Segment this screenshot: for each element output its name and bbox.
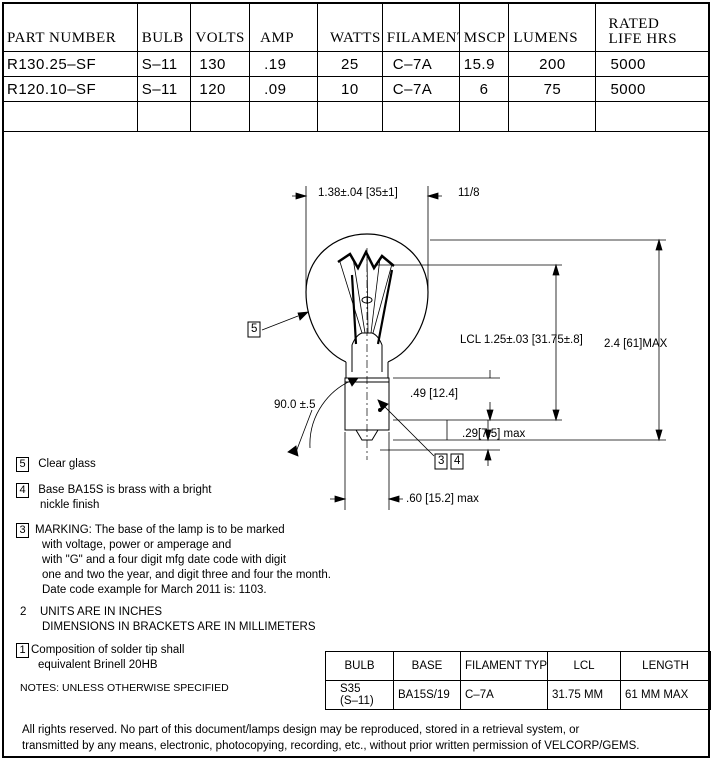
dim-base-diameter-label: .60 [15.2] max bbox=[406, 493, 479, 505]
header-filament: FILAMENT bbox=[381, 2, 460, 52]
empty-cell bbox=[381, 101, 460, 132]
empty-cell bbox=[249, 101, 318, 132]
cell-bulb: S–11 bbox=[136, 76, 192, 102]
spec-cell-length: 61 MM MAX bbox=[620, 680, 711, 710]
bayonet-pin bbox=[378, 408, 382, 412]
spec-header-length: LENGTH bbox=[620, 651, 711, 681]
header-part-number: PART NUMBER bbox=[2, 2, 138, 52]
header-lumens: LUMENS bbox=[508, 2, 597, 52]
note-4-number: 4 bbox=[16, 483, 29, 498]
footer-line2: transmitted by any means, electronic, ph… bbox=[22, 740, 640, 752]
note-5: 5 Clear glass bbox=[16, 457, 96, 472]
table-row: R130.25–SF S–11 130 .19 25 C–7A 15.9 200… bbox=[2, 51, 710, 77]
note-4-line1: Base BA15S is brass with a bright bbox=[38, 484, 212, 496]
cell-lumens: 200 bbox=[508, 51, 597, 77]
note-1-line1: Composition of solder tip shall bbox=[31, 644, 185, 656]
empty-cell bbox=[2, 101, 138, 132]
bulb-neck bbox=[345, 362, 389, 378]
dim-height-label: 2.4 [61]MAX bbox=[604, 338, 668, 350]
dim-tip-label: .29[7.5] max bbox=[462, 428, 526, 440]
cell-rated-life: 5000 bbox=[595, 51, 710, 77]
parts-table-header-row: PART NUMBER BULB VOLTS AMP WATTS FILAMEN… bbox=[2, 2, 710, 52]
table-row: R120.10–SF S–11 120 .09 10 C–7A 6 75 500… bbox=[2, 76, 710, 102]
dim-width-label: 1.38±.04 [35±1] bbox=[318, 187, 398, 199]
spec-table-header-row: BULB BASE FILAMENT TYPE LCL LENGTH bbox=[325, 651, 711, 681]
dim-base-length-label: .49 [12.4] bbox=[410, 388, 458, 400]
note-5-text: Clear glass bbox=[38, 458, 96, 470]
callout-base2-label: 4 bbox=[454, 455, 461, 467]
callout-box-base bbox=[434, 453, 448, 470]
notes-header: NOTES: UNLESS OTHERWISE SPECIFIED bbox=[20, 682, 229, 694]
table-row-empty bbox=[2, 101, 710, 132]
note-3-line1: MARKING: The base of the lamp is to be m… bbox=[35, 524, 285, 536]
spec-cell-filament: C–7A bbox=[460, 680, 548, 710]
cell-watts: 10 bbox=[316, 76, 383, 102]
spec-table-row: S35 (S–11) BA15S/19 C–7A 31.75 MM 61 MM … bbox=[325, 680, 711, 710]
cell-bulb: S–11 bbox=[136, 51, 192, 77]
cell-filament: C–7A bbox=[381, 51, 460, 77]
note-1-line2: equivalent Brinell 20HB bbox=[38, 659, 158, 671]
spec-header-bulb: BULB bbox=[325, 651, 394, 681]
spec-cell-base: BA15S/19 bbox=[393, 680, 461, 710]
note-3-line3: with "G" and a four digit mfg date code … bbox=[42, 554, 287, 566]
callout-box-base2 bbox=[450, 453, 464, 470]
spec-table: BULB BASE FILAMENT TYPE LCL LENGTH S35 (… bbox=[325, 651, 711, 710]
note-3-line4: one and two the year, and digit three an… bbox=[42, 569, 331, 581]
callout-box-glass bbox=[247, 321, 261, 338]
dim-lcl-label: LCL 1.25±.03 [31.75±.8] bbox=[460, 334, 583, 346]
copyright-footer: All rights reserved. No part of this doc… bbox=[22, 722, 639, 754]
note-2-line2: DIMENSIONS IN BRACKETS ARE IN MILLIMETER… bbox=[42, 621, 316, 633]
footer-line1: All rights reserved. No part of this doc… bbox=[22, 724, 580, 736]
cell-amp: .09 bbox=[249, 76, 318, 102]
note-3-line2: with voltage, power or amperage and bbox=[42, 539, 232, 551]
spec-cell-bulb: S35 (S–11) bbox=[325, 680, 394, 710]
dimension-lines bbox=[261, 186, 666, 510]
support-wire bbox=[350, 269, 394, 345]
cell-amp: .19 bbox=[249, 51, 318, 77]
cell-part-number: R130.25–SF bbox=[2, 51, 138, 77]
spec-header-lcl: LCL bbox=[547, 651, 621, 681]
note-2: 2 UNITS ARE IN INCHES DIMENSIONS IN BRACK… bbox=[20, 605, 316, 635]
empty-cell bbox=[595, 101, 710, 132]
note-4: 4 Base BA15S is brass with a bright nick… bbox=[16, 483, 211, 513]
spec-header-base: BASE bbox=[393, 651, 461, 681]
empty-cell bbox=[316, 101, 383, 132]
dim-width-alt-label: 11/8 bbox=[458, 187, 480, 199]
note-2-number: 2 bbox=[20, 606, 27, 618]
note-1-number: 1 bbox=[16, 643, 29, 658]
note-3: 3 MARKING: The base of the lamp is to be … bbox=[16, 523, 331, 598]
parts-table: PART NUMBER BULB VOLTS AMP WATTS FILAMEN… bbox=[2, 2, 710, 132]
spec-cell-lcl: 31.75 MM bbox=[547, 680, 621, 710]
filament-coil bbox=[337, 249, 395, 271]
callout-base-label: 3 bbox=[438, 455, 445, 467]
empty-cell bbox=[508, 101, 597, 132]
spec-bulb-line2: (S–11) bbox=[340, 695, 374, 707]
note-5-number: 5 bbox=[16, 457, 29, 472]
angle-label: 90.0 ±.5 bbox=[274, 399, 316, 411]
note-3-line5: Date code example for March 2011 is: 110… bbox=[42, 584, 267, 596]
filament-leads bbox=[339, 255, 393, 334]
cell-volts: 130 bbox=[190, 51, 251, 77]
bulb-glass-outline bbox=[305, 233, 429, 363]
note-4-line2: nickle finish bbox=[40, 499, 100, 511]
callout-glass-label: 5 bbox=[251, 323, 258, 335]
note-2-line1: UNITS ARE IN INCHES bbox=[40, 606, 163, 618]
header-rated-life: RATED LIFE HRS bbox=[595, 2, 710, 52]
header-rated-line1: RATED bbox=[608, 16, 660, 32]
spec-bulb-line1: S35 bbox=[340, 683, 361, 695]
cell-mscp: 15.9 bbox=[458, 51, 510, 77]
header-rated-line2: LIFE HRS bbox=[608, 31, 678, 47]
note-3-number: 3 bbox=[16, 523, 29, 538]
spec-header-filament: FILAMENT TYPE bbox=[460, 651, 548, 681]
header-bulb: BULB bbox=[136, 2, 192, 52]
